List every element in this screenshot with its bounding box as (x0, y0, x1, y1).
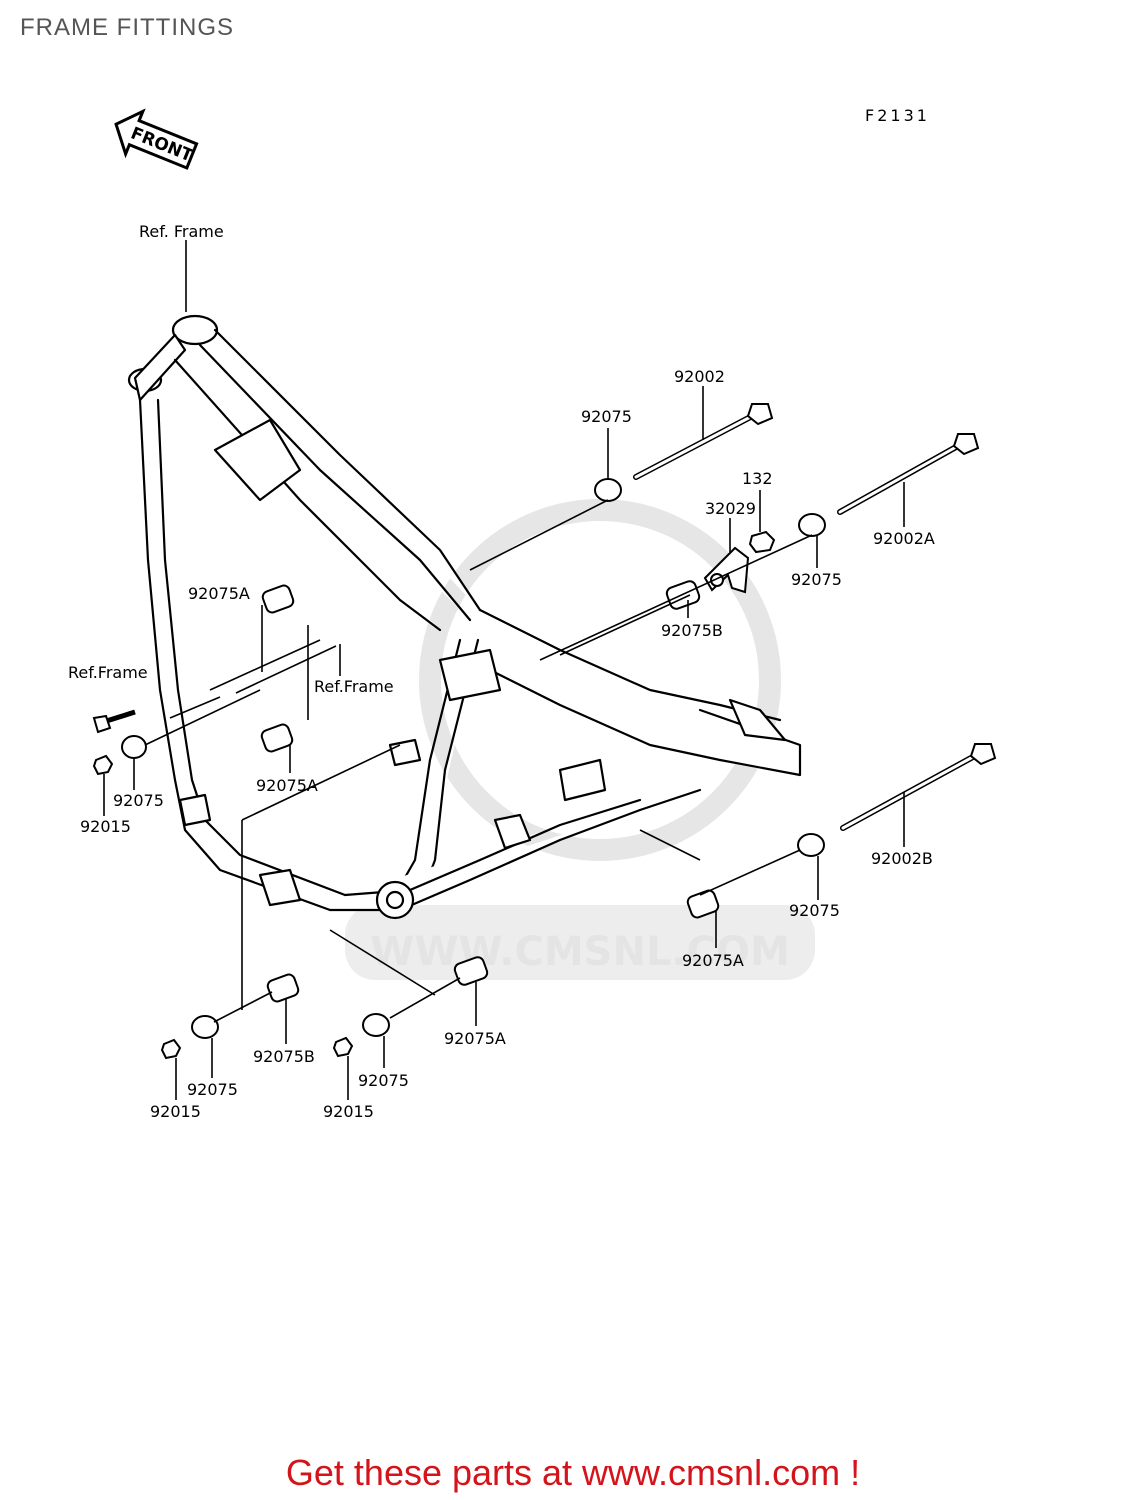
label-92015-left[interactable]: 92015 (80, 817, 131, 836)
label-92015-botleft[interactable]: 92015 (150, 1102, 201, 1121)
label-92075-botleft[interactable]: 92075 (187, 1080, 238, 1099)
diagram-code: F2131 (865, 106, 930, 125)
label-92075-top[interactable]: 92075 (581, 407, 632, 426)
motorcycle-frame (127, 314, 802, 920)
label-92075A-right[interactable]: 92075A (682, 951, 744, 970)
label-92002A[interactable]: 92002A (873, 529, 935, 548)
page-title: FRAME FITTINGS (20, 14, 234, 41)
collar-92075-top[interactable] (594, 478, 622, 502)
label-132[interactable]: 132 (742, 469, 773, 488)
bolt-92002[interactable] (633, 403, 774, 480)
label-32029[interactable]: 32029 (705, 499, 756, 518)
label-ref-frame-top[interactable]: Ref. Frame (139, 222, 224, 241)
frame-fittings-diagram: WWW.CMSNL.COM F2131 FRONT (68, 106, 997, 1121)
nut-92015-botleft[interactable] (160, 1038, 182, 1060)
label-92075B-bot[interactable]: 92075B (253, 1047, 315, 1066)
label-92075-right[interactable]: 92075 (791, 570, 842, 589)
nut-92015-botmid[interactable] (332, 1036, 354, 1058)
bolt-left-ref-frame[interactable] (92, 709, 136, 734)
collar-92075-botmid[interactable] (362, 1013, 390, 1037)
watermark-logo: WWW.CMSNL.COM (345, 499, 815, 980)
collar-92075-right[interactable] (798, 513, 826, 537)
label-92075-rightlow[interactable]: 92075 (789, 901, 840, 920)
collar-92075-rightlow[interactable] (797, 833, 825, 857)
label-92002[interactable]: 92002 (674, 367, 725, 386)
label-92075A-left[interactable]: 92075A (188, 584, 250, 603)
damper-92075A-left[interactable] (261, 584, 295, 614)
bolt-92002A[interactable] (837, 433, 980, 515)
front-arrow-icon: FRONT (114, 108, 199, 170)
label-92015-botmid[interactable]: 92015 (323, 1102, 374, 1121)
collar-92075-botleft[interactable] (191, 1015, 219, 1039)
label-92075-left[interactable]: 92075 (113, 791, 164, 810)
part-labels: Ref. Frame 92002 92075 132 32029 92002A … (68, 222, 935, 1121)
footer-cta-link[interactable]: Get these parts at www.cmsnl.com ! (285, 1452, 861, 1493)
watermark-text: WWW.CMSNL.COM (370, 929, 790, 975)
leader-lines (103, 240, 905, 1100)
collar-92075-left[interactable] (121, 735, 147, 759)
label-92075A-bot[interactable]: 92075A (444, 1029, 506, 1048)
label-92002B[interactable]: 92002B (871, 849, 933, 868)
nut-92015-left[interactable] (92, 754, 114, 776)
damper-92075A-leftlow[interactable] (260, 723, 294, 753)
label-92075A-leftlow[interactable]: 92075A (256, 776, 318, 795)
nut-132[interactable] (748, 530, 776, 554)
damper-92075B-bot[interactable] (266, 973, 300, 1003)
label-92075-botmid[interactable]: 92075 (358, 1071, 409, 1090)
label-92075B-top[interactable]: 92075B (661, 621, 723, 640)
bolt-92002B[interactable] (840, 743, 997, 831)
damper-92075A-right[interactable] (686, 889, 720, 919)
label-ref-frame-mid[interactable]: Ref.Frame (314, 677, 394, 696)
label-ref-frame-left[interactable]: Ref.Frame (68, 663, 148, 682)
damper-92075A-bot[interactable] (453, 956, 489, 987)
